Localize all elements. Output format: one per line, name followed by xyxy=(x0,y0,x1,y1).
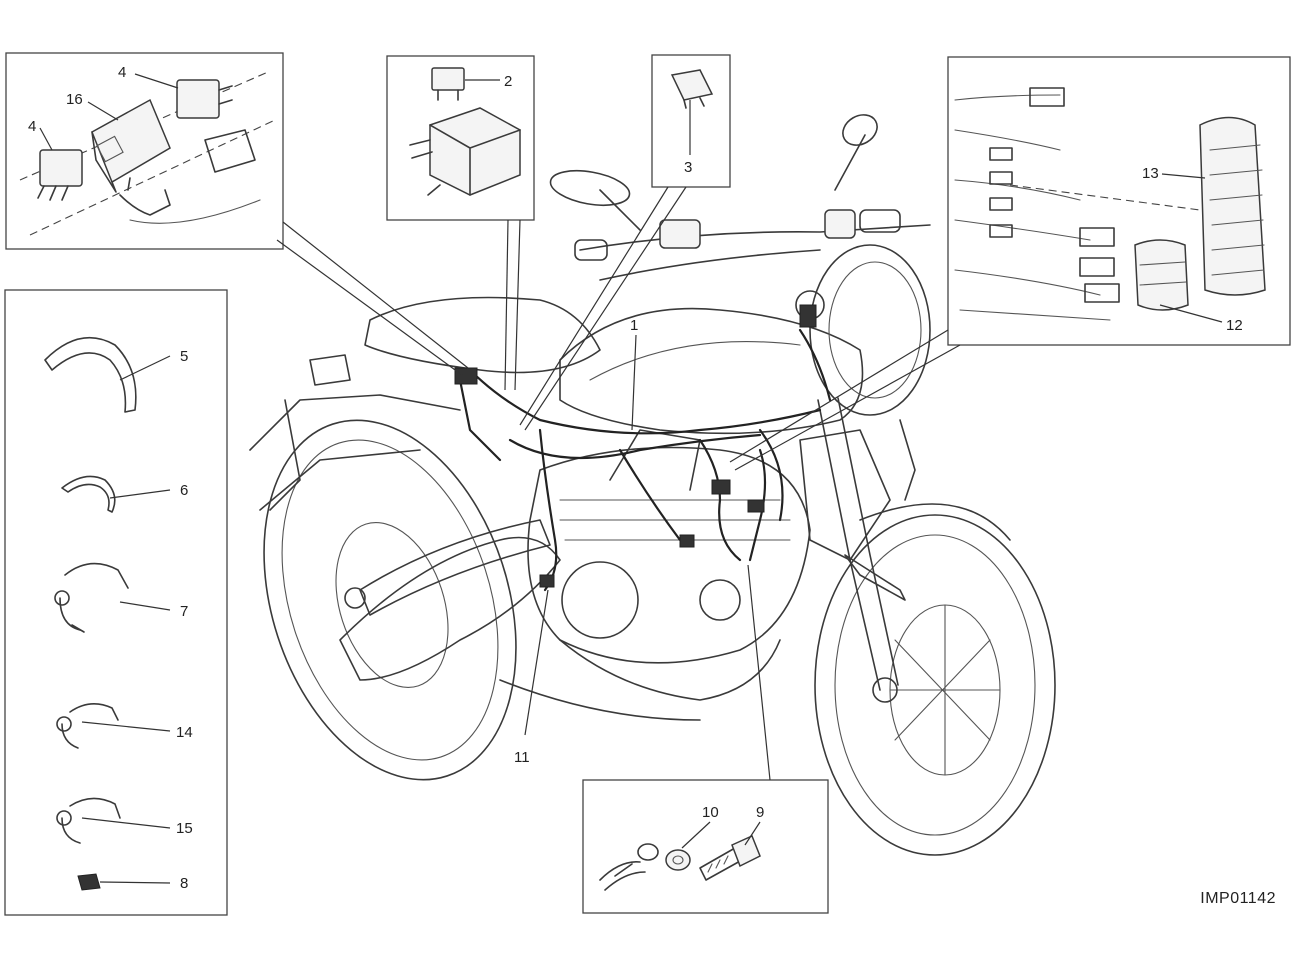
callout-8: 8 xyxy=(180,875,188,892)
relay-4-lower-drawing xyxy=(37,149,83,201)
wiring-harness xyxy=(454,304,832,592)
callout-6: 6 xyxy=(180,482,188,499)
rear-frame xyxy=(249,354,461,511)
exhaust xyxy=(339,536,781,721)
callout-labels: 4 16 4 2 3 1 13 12 5 6 7 14 15 8 11 10 9 xyxy=(28,64,1243,892)
detail-box-ground-screw xyxy=(582,779,829,914)
detail-box-grommets xyxy=(947,56,1291,346)
callout-10: 10 xyxy=(702,804,719,821)
relay-4-upper-drawing xyxy=(176,79,233,119)
engine xyxy=(527,429,811,664)
callout-4-upper: 4 xyxy=(118,64,126,81)
callout-3: 3 xyxy=(684,159,692,176)
handlebar xyxy=(549,114,931,281)
callout-16: 16 xyxy=(66,91,83,108)
callout-1: 1 xyxy=(630,317,638,334)
grommet-12-drawing xyxy=(1134,239,1189,311)
headlight xyxy=(795,244,931,416)
callout-14: 14 xyxy=(176,724,193,741)
detail-box-relays xyxy=(5,52,284,250)
rear-wheel xyxy=(263,419,517,781)
callout-5: 5 xyxy=(180,348,188,365)
detail-box-connector xyxy=(651,54,731,188)
callout-4-lower: 4 xyxy=(28,118,36,135)
screw-9-drawing xyxy=(699,834,761,881)
relay-16-drawing xyxy=(91,98,171,193)
front-fork xyxy=(817,397,1011,691)
fuse-box-drawing xyxy=(409,107,521,196)
cable-tie-5-drawing xyxy=(44,337,137,413)
callout-11: 11 xyxy=(514,749,530,766)
fuse-2-drawing xyxy=(431,67,465,101)
detail-box-fuse xyxy=(386,55,535,221)
callout-13: 13 xyxy=(1142,165,1159,182)
diagram-reference-code: IMP01142 xyxy=(1200,890,1276,907)
cable-clip-15-drawing xyxy=(56,797,121,844)
callout-7: 7 xyxy=(180,603,188,620)
cable-clip-14-drawing xyxy=(56,703,119,749)
cable-clip-7-drawing xyxy=(54,562,129,633)
callout-12: 12 xyxy=(1226,317,1243,334)
cable-tie-6-drawing xyxy=(61,475,116,513)
front-wheel xyxy=(814,514,1056,856)
connector-3-drawing xyxy=(670,69,714,109)
grommet-13-drawing xyxy=(1199,116,1266,296)
swingarm xyxy=(359,519,551,616)
seat xyxy=(364,296,601,374)
washer-10-drawing xyxy=(665,849,691,871)
clip-8-drawing xyxy=(77,873,101,891)
callout-2: 2 xyxy=(504,73,512,90)
ground-terminal-drawing xyxy=(599,843,659,891)
callout-9: 9 xyxy=(756,804,764,821)
detail-box-cable-ties xyxy=(4,289,228,916)
motorcycle-drawing xyxy=(249,114,1056,856)
fuel-tank xyxy=(559,307,864,435)
leader-lines xyxy=(276,186,961,781)
callout-15: 15 xyxy=(176,820,193,837)
